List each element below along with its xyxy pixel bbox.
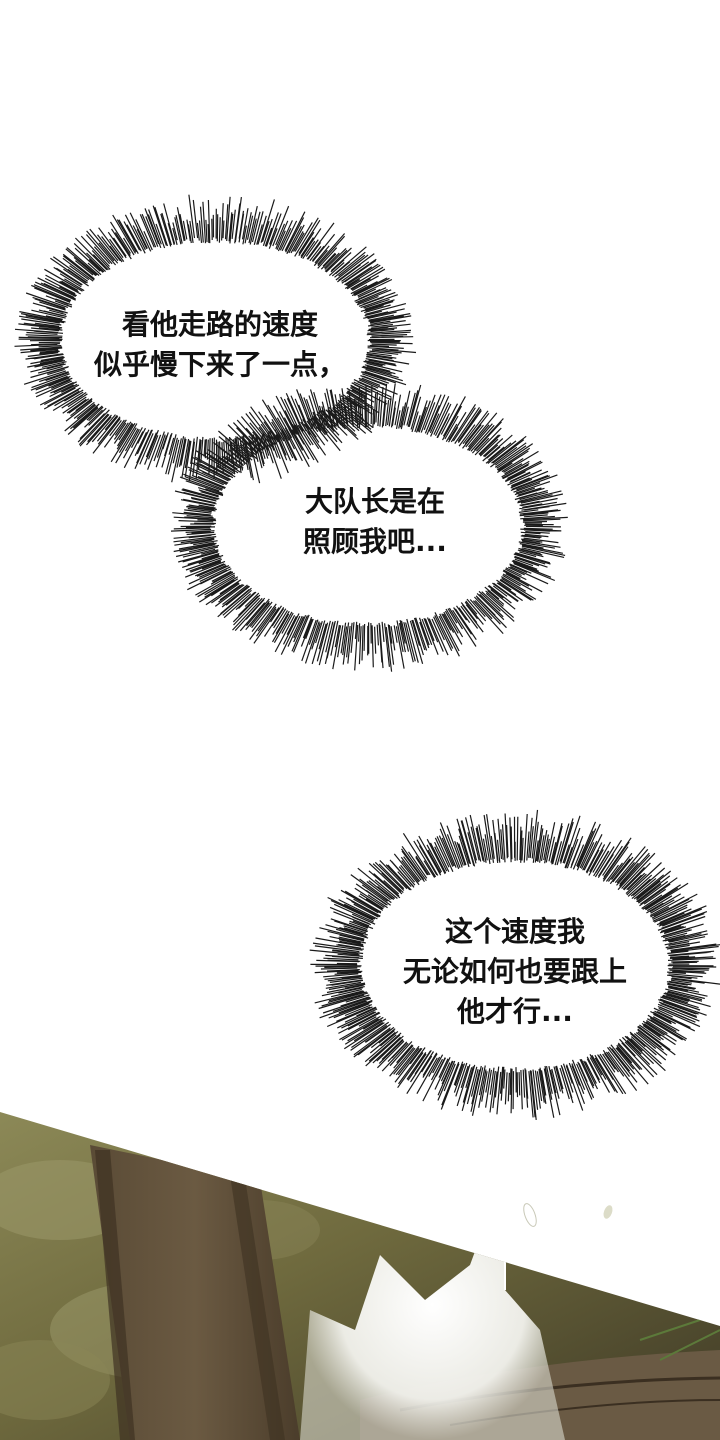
- thought-burst-3: [309, 809, 720, 1120]
- bubble-3-line-1: 这个速度我: [444, 915, 585, 948]
- thought-burst-1: [14, 194, 417, 484]
- bubble-2-line-1: 大队长是在: [304, 485, 445, 518]
- bubble-2-text: 大队长是在 照顾我吧...: [270, 482, 480, 562]
- thought-burst-2: [170, 383, 568, 672]
- bubble-3-line-2: 无论如何也要跟上: [402, 955, 627, 988]
- bubble-1-text: 看他走路的速度 似乎慢下来了一点，: [70, 305, 370, 385]
- bubble-3-text: 这个速度我 无论如何也要跟上 他才行...: [370, 912, 660, 1032]
- bubble-2-line-2: 照顾我吧...: [303, 525, 447, 558]
- bubble-1-line-2: 似乎慢下来了一点，: [93, 348, 346, 381]
- bubble-1-line-1: 看他走路的速度: [121, 308, 318, 341]
- bubble-3-line-3: 他才行...: [457, 995, 573, 1028]
